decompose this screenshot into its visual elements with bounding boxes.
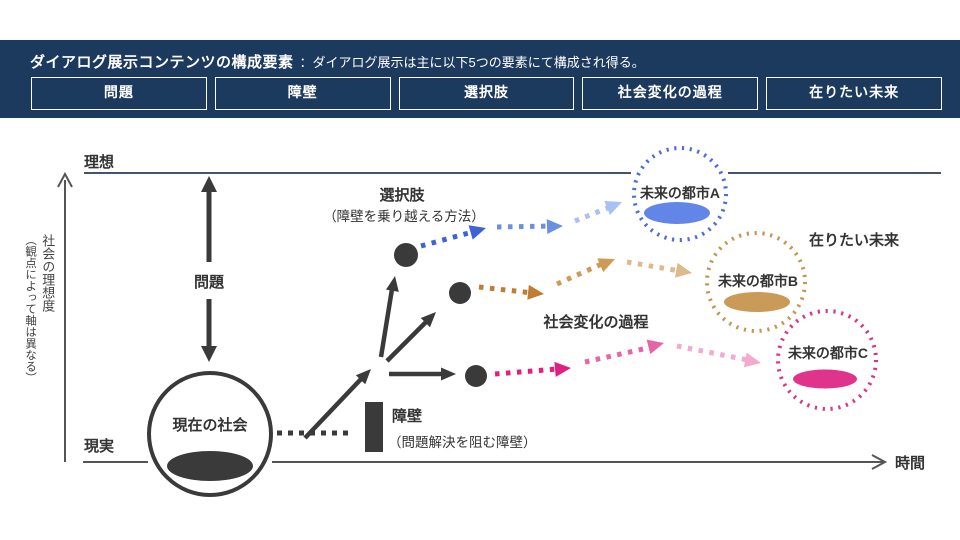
element-boxes: 問題 障壁 選択肢 社会変化の過程 在りたい未来 (31, 77, 942, 110)
path-to-city-c (494, 339, 761, 377)
x-axis-label: 時間 (895, 454, 925, 472)
future-city-c-label: 未来の都市C (788, 345, 868, 361)
header-title-row: ダイアログ展示コンテンツの構成要素 ：ダイアログ展示は主に以下5つの要素にて構成… (30, 51, 942, 72)
element-box-desired-future: 在りたい未来 (766, 77, 942, 110)
barrier-label: 障壁 (392, 407, 422, 425)
problem-arrow: 問題 (194, 176, 225, 362)
path-c-seg2 (584, 344, 653, 365)
arrow-option-mid-head-icon (420, 312, 436, 328)
path-a-seg1 (420, 228, 477, 249)
element-box-problem: 問題 (31, 77, 207, 110)
problem-arrowhead-down-icon (201, 346, 217, 362)
future-city-a-mass (644, 202, 710, 224)
option-dot-b (449, 282, 471, 304)
reality-label: 現実 (84, 437, 114, 455)
x-axis-arrowhead-icon (871, 454, 888, 470)
path-b-seg3 (626, 259, 681, 274)
current-society-circle: 現在の社会 (147, 371, 273, 497)
barrier-block (365, 402, 383, 452)
process-label: 社会変化の過程 (542, 313, 648, 331)
options-note: （障壁を乗り越える方法） (323, 209, 485, 224)
element-box-barrier: 障壁 (214, 77, 391, 110)
solid-arrows (303, 276, 456, 440)
future-city-c: 未来の都市C (776, 309, 878, 411)
future-city-a: 未来の都市A (632, 146, 728, 242)
path-a-seg2 (496, 223, 553, 230)
path-to-city-b (478, 258, 692, 300)
arrow-option-low-head-icon (441, 367, 456, 381)
arrow-option-up-head-icon (385, 276, 399, 292)
path-a-arrowhead2-icon (546, 219, 563, 235)
path-b-arrowhead1-icon (527, 284, 544, 300)
future-city-a-label: 未来の都市A (640, 185, 720, 201)
path-c-arrowhead3-icon (743, 352, 761, 368)
y-axis-label: 社会の理想度 （観点によって軸は異なる） (22, 234, 56, 444)
path-a-seg3 (574, 204, 611, 224)
path-c-seg1 (494, 366, 559, 377)
arrow-option-up-line (378, 288, 395, 358)
desired-future-label: 在りたい未来 (809, 231, 900, 249)
y-axis-label-main: 社会の理想度 (40, 234, 56, 312)
slide-subtitle: ：ダイアログ展示は主に以下5つの要素にて構成され得る。 (299, 55, 645, 70)
path-b-arrowhead3-icon (674, 262, 692, 278)
slide-title: ダイアログ展示コンテンツの構成要素 (30, 54, 294, 71)
path-a-arrowhead3-icon (604, 201, 622, 215)
future-city-b-mass (724, 292, 790, 312)
problem-label: 問題 (194, 274, 225, 291)
path-to-city-a (420, 201, 622, 249)
path-b-seg2 (555, 260, 606, 287)
ideal-label: 理想 (84, 153, 114, 171)
arrow-option-mid-line (385, 319, 429, 363)
future-city-c-mass (793, 369, 857, 389)
y-axis-label-sub: （観点によって軸は異なる） (24, 234, 37, 384)
option-dot-c (465, 365, 487, 387)
future-city-b: 未来の都市B (705, 231, 807, 333)
option-dot-a (394, 243, 418, 267)
path-c-arrowhead2-icon (646, 339, 664, 355)
path-c-arrowhead1-icon (554, 361, 571, 377)
path-c-seg3 (676, 343, 749, 363)
path-b-arrowhead2-icon (597, 258, 615, 273)
element-box-options: 選択肢 (398, 77, 575, 110)
arrow-to-junction-head-icon (355, 369, 371, 385)
path-b-seg1 (478, 284, 534, 296)
header-band: ダイアログ展示コンテンツの構成要素 ：ダイアログ展示は主に以下5つの要素にて構成… (0, 40, 960, 118)
current-society-mass (167, 451, 253, 481)
y-axis-arrowhead-icon (57, 171, 73, 188)
barrier-note: （問題解決を阻む障壁） (388, 435, 537, 450)
element-box-process: 社会変化の過程 (582, 77, 759, 110)
path-a-arrowhead1-icon (468, 225, 486, 240)
arrow-to-junction-line (303, 376, 364, 440)
current-society-label: 現在の社会 (172, 416, 247, 434)
problem-arrowhead-up-icon (201, 176, 217, 192)
options-label: 選択肢 (379, 186, 425, 204)
future-city-b-label: 未来の都市B (718, 273, 798, 289)
